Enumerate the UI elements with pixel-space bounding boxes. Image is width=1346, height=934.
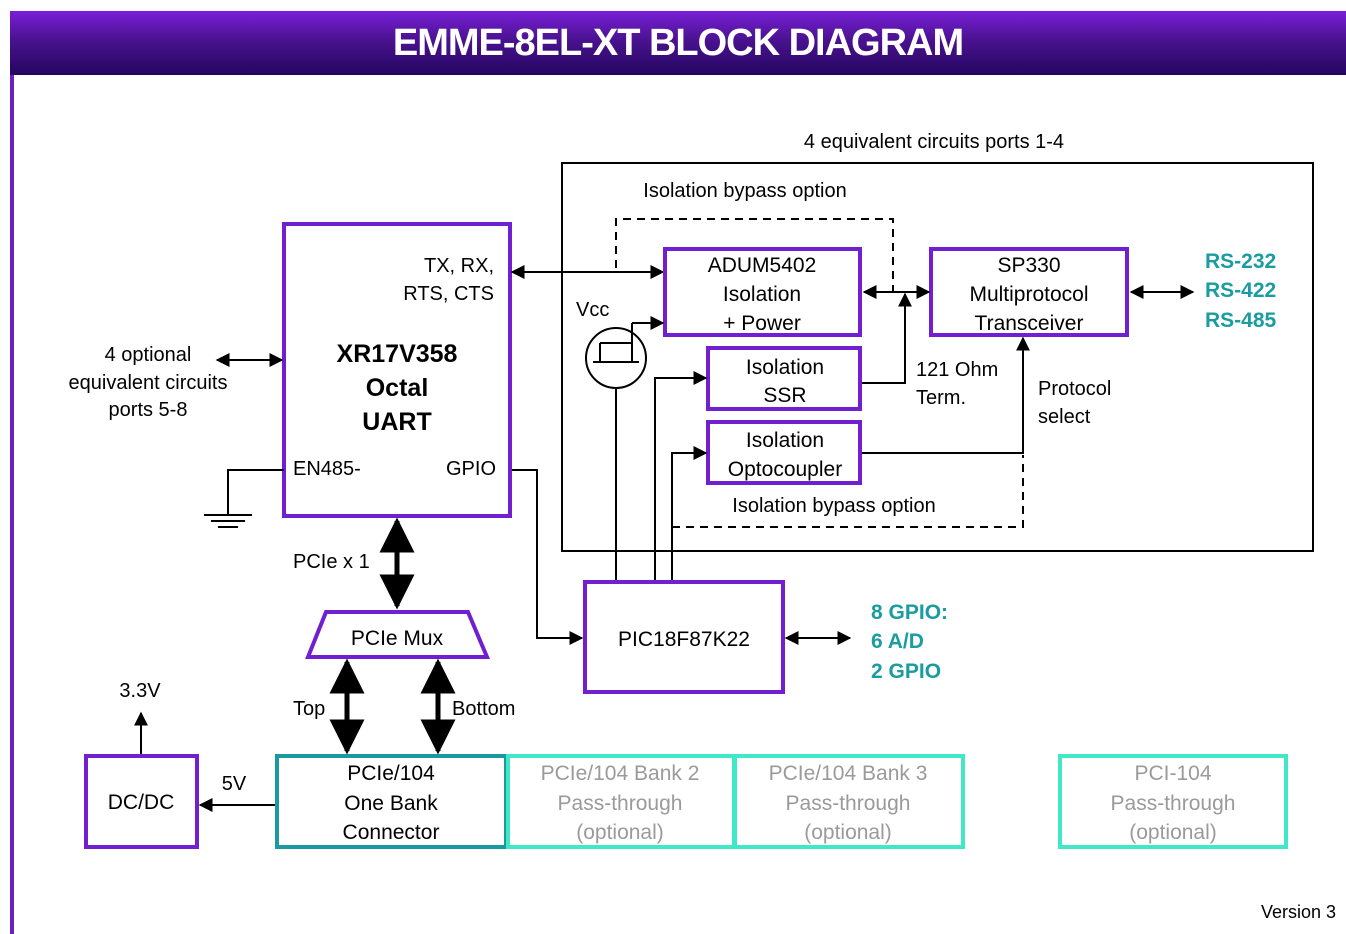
dcdc-block [84,754,199,849]
circuit-frame [561,162,1314,552]
gpio-out-1: 8 GPIO: [871,601,948,624]
uart-name-1: XR17V358 [337,340,458,368]
ssr-block [706,346,862,411]
pci104-name-3: (optional) [1129,821,1217,844]
pic-block [583,580,785,694]
pcie104-block [275,754,508,849]
term-label-2: Term. [916,387,966,409]
uart-name-3: UART [362,408,431,436]
bank2-name-2: Pass-through [558,792,683,815]
transistor-icon [585,327,647,389]
uart-name-2: Octal [366,374,429,402]
protocol-select-line [862,336,1030,454]
pcie104-name-3: Connector [343,821,440,844]
version-label: Version 3 [1261,902,1336,922]
page-title: EMME-8EL-XT BLOCK DIAGRAM [392,22,964,64]
sp330-name-2: Multiprotocol [969,283,1088,306]
pci104-name-1: PCI-104 [1134,762,1211,785]
gpio-to-pic-line [512,469,584,645]
pcie-mux-block [305,610,491,659]
pci104-block [1058,754,1288,849]
rs232-label: RS-232 [1205,250,1276,273]
adum-name-1: ADUM5402 [708,254,817,277]
bank3-block [733,754,965,849]
ssr-name-1: Isolation [746,356,824,379]
v33-label: 3.3V [119,680,161,702]
bank3-name-2: Pass-through [786,792,911,815]
pic-name: PIC18F87K22 [618,628,750,651]
ground-icon [204,514,252,528]
uart-pins-label-2: RTS, CTS [403,283,494,305]
term-label-1: 121 Ohm [916,359,998,381]
pci104-name-2: Pass-through [1111,792,1236,815]
bypass-bottom-label: Isolation bypass option [732,495,935,517]
ssr-name-2: SSR [763,384,806,407]
opto-name-1: Isolation [746,429,824,452]
protocol-label-1: Protocol [1038,378,1111,400]
v5-label: 5V [222,773,247,795]
pcie104-name-2: One Bank [344,792,438,815]
pcie104-name-1: PCIe/104 [347,762,435,785]
left-border [10,75,14,934]
bank2-name-1: PCIe/104 Bank 2 [541,762,700,785]
rs485-label: RS-485 [1205,309,1277,332]
bank2-block [506,754,736,849]
uart-block [282,222,512,518]
ssr-term-line [862,292,912,384]
protocol-label-2: select [1038,406,1091,428]
uart-pins-label-1: TX, RX, [424,255,494,277]
bypass-bottom-line [672,455,1024,528]
rs422-label: RS-422 [1205,279,1276,302]
bank3-name-3: (optional) [804,821,892,844]
pcie-x1-label: PCIe x 1 [293,551,370,573]
adum-name-2: Isolation [723,283,801,306]
gpio-out-2: 6 A/D [871,630,924,653]
en485-label: EN485- [293,458,361,480]
optional-ports-1: 4 optional [105,344,192,366]
top-label: Top [293,698,325,720]
bypass-top-label: Isolation bypass option [643,180,846,202]
bypass-top-line [615,218,894,292]
gpio-out-3: 2 GPIO [871,660,941,683]
pic-feed-3 [671,446,708,581]
adum-name-3: + Power [723,312,801,335]
sp330-name-1: SP330 [997,254,1060,277]
circuits-note: 4 equivalent circuits ports 1-4 [804,131,1064,153]
opto-block [706,420,862,485]
optional-ports-2: equivalent circuits [69,372,228,394]
sp330-name-3: Transceiver [975,312,1084,335]
ground-wire [227,469,284,514]
bottom-label: Bottom [452,698,515,720]
adum-block [663,247,862,337]
gpio-label: GPIO [446,458,496,480]
vcc-label: Vcc [576,299,609,321]
header-banner: EMME-8EL-XT BLOCK DIAGRAM [10,11,1346,75]
opto-name-2: Optocoupler [728,458,842,481]
dcdc-name: DC/DC [108,791,175,814]
pcie-mux-name: PCIe Mux [351,627,444,650]
bank2-name-3: (optional) [576,821,664,844]
sp330-block [929,247,1129,337]
pic-feed-2 [654,371,708,581]
optional-ports-3: ports 5-8 [109,399,188,421]
bank3-name-1: PCIe/104 Bank 3 [769,762,928,785]
